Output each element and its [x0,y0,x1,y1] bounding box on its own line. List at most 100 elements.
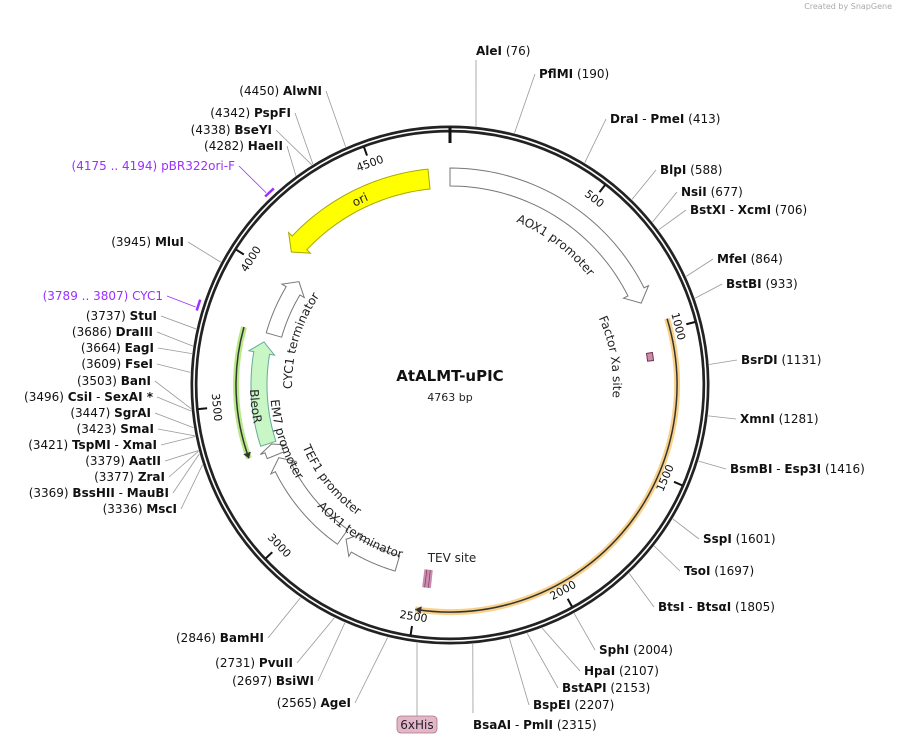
feature-factor-xa-site[interactable] [645,351,655,362]
orf-arrowhead [243,451,251,459]
enzyme-name: BsaAI [473,718,511,732]
primer-label[interactable]: (3789 .. 3807) CYC1 [43,289,163,303]
enzyme-label-tspmi[interactable]: (3421) TspMI - XmaI [28,438,157,452]
enzyme-label-pflmi[interactable]: PflMI (190) [539,67,609,81]
enzyme-leader-line [180,464,203,510]
tag-6xhis-box[interactable] [396,715,438,734]
enzyme-label-pvuii[interactable]: (2731) PvuII [215,656,293,670]
enzyme-label-bani[interactable]: (3503) BanI [77,374,151,388]
enzyme-label-sgrai[interactable]: (3447) SgrAI [70,406,151,420]
enzyme-leader-line [154,380,192,410]
enzyme-name: Esp3I [784,462,821,476]
feature-aox1-promoter[interactable] [449,167,650,304]
enzyme-label-mfei[interactable]: MfeI (864) [717,252,783,266]
enzyme-position: (3421) [28,438,68,452]
enzyme-label-haeii[interactable]: (4282) HaeII [204,139,283,153]
enzyme-leader-line [187,241,222,263]
feature-ori[interactable] [287,168,431,254]
enzyme-leader-line [653,545,681,572]
enzyme-leader-line [275,129,313,166]
enzyme-label-bsaai[interactable]: BsaAI - PmlI (2315) [473,718,597,732]
enzyme-name: BstXI [690,203,726,217]
enzyme-name: PspFI [254,106,291,120]
enzyme-position: (4338) [191,123,231,137]
feature-label-text: BleoR [247,389,265,424]
enzyme-name: EagI [125,341,154,355]
enzyme-label-smai[interactable]: (3423) SmaI [77,422,154,436]
enzyme-position: (1697) [714,564,754,578]
enzyme-name: BsmBI [730,462,772,476]
enzyme-name: PmeI [650,112,684,126]
tick-label: 4000 [238,244,264,275]
enzyme-name: XmnI [740,412,775,426]
enzyme-label-sphi[interactable]: SphI (2004) [599,643,673,657]
enzyme-label-msci[interactable]: (3336) MscI [103,502,177,516]
enzyme-name: TspMI [72,438,111,452]
enzyme-label-drai[interactable]: DraI - PmeI (413) [610,112,720,126]
enzyme-label-alwni[interactable]: (4450) AlwNI [239,84,322,98]
enzyme-label-aatii[interactable]: (3379) AatII [85,454,161,468]
enzyme-position: (2315) [557,718,597,732]
orf-glow [414,317,680,615]
enzyme-label-fsei[interactable]: (3609) FseI [81,357,153,371]
enzyme-label-tsoi[interactable]: TsoI (1697) [684,564,754,578]
enzyme-position: (3664) [81,341,121,355]
primer-leader-line [166,295,196,308]
enzyme-label-xmni[interactable]: XmnI (1281) [740,412,819,426]
enzyme-label-mlui[interactable]: (3945) MluI [111,235,184,249]
enzyme-leader-lines [154,59,738,716]
enzyme-label-hpai[interactable]: HpaI (2107) [584,664,659,678]
enzyme-label-bsshii[interactable]: (3369) BssHII - MauBI [29,486,169,500]
enzyme-label-pspfi[interactable]: (4342) PspFI [210,106,291,120]
enzyme-label-csii[interactable]: (3496) CsiI - SexAI * [24,390,154,404]
enzyme-label-bseyi[interactable]: (4338) BseYI [191,123,272,137]
enzyme-label-bstbi[interactable]: BstBI (933) [726,277,798,291]
enzyme-label-bamhi[interactable]: (2846) BamHI [176,631,264,645]
enzyme-position: (413) [688,112,720,126]
primer-label[interactable]: (4175 .. 4194) pBR322ori-F [72,159,236,173]
enzyme-name: DraI [610,112,638,126]
enzyme-labels: AleI (76) PflMI (190) DraI - PmeI (413) Blp… [24,44,865,734]
enzyme-position: (1416) [825,462,865,476]
enzyme-leader-line [354,637,389,704]
tick-label: 500 [582,187,607,210]
enzyme-name: HaeII [248,139,283,153]
feature-cyc1-terminator[interactable] [265,281,306,338]
enzyme-label-stui[interactable]: (3737) StuI [86,309,157,323]
enzyme-label-alei[interactable]: AleI (76) [476,44,530,58]
enzyme-position: (3447) [70,406,110,420]
feature-label: BleoR [247,389,265,424]
enzyme-name: AlwNI [283,84,322,98]
feature-tef1-promoter[interactable] [269,457,349,545]
enzyme-label-sspi[interactable]: SspI (1601) [703,532,776,546]
enzyme-separator: - [638,112,650,126]
enzyme-position: (3336) [103,502,143,516]
enzyme-label-bsmbi[interactable]: BsmBI - Esp3I (1416) [730,462,865,476]
feature-bleor[interactable] [247,341,277,447]
enzyme-label-bstxi[interactable]: BstXI - XcmI (706) [690,203,807,217]
enzyme-label-draiii[interactable]: (3686) DraIII [72,325,153,339]
enzyme-label-bsrdi[interactable]: BsrDI (1131) [741,353,821,367]
enzyme-label-eagi[interactable]: (3664) EagI [81,341,154,355]
enzyme-label-agei[interactable]: (2565) AgeI [277,696,351,710]
enzyme-label-blpi[interactable]: BlpI (588) [660,163,722,177]
enzyme-label-btsi[interactable]: BtsI - BtsαI (1805) [658,600,775,614]
enzyme-name: MluI [155,235,184,249]
feature-em7-promoter[interactable] [259,443,287,460]
enzyme-name: BamHI [220,631,264,645]
enzyme-label-bsiwi[interactable]: (2697) BsiWI [232,674,314,688]
enzyme-label-nsii[interactable]: NsiI (677) [681,185,743,199]
enzyme-label-bstapi[interactable]: BstAPI (2153) [562,681,650,695]
feature-label-text: ori [350,190,370,210]
tick-mark [598,184,606,193]
enzyme-label-zrai[interactable]: (3377) ZraI [94,470,165,484]
tag-6xhis-label: 6xHis [400,718,433,732]
enzyme-position: (677) [711,185,743,199]
enzyme-name: BspEI [533,698,571,712]
tick-mark [265,551,273,560]
enzyme-leader-line [631,169,657,200]
tick-mark [363,146,368,156]
feature-label: ori [350,190,370,210]
enzyme-label-bspei[interactable]: BspEI (2207) [533,698,614,712]
feature-aox1-terminator[interactable] [345,533,401,572]
